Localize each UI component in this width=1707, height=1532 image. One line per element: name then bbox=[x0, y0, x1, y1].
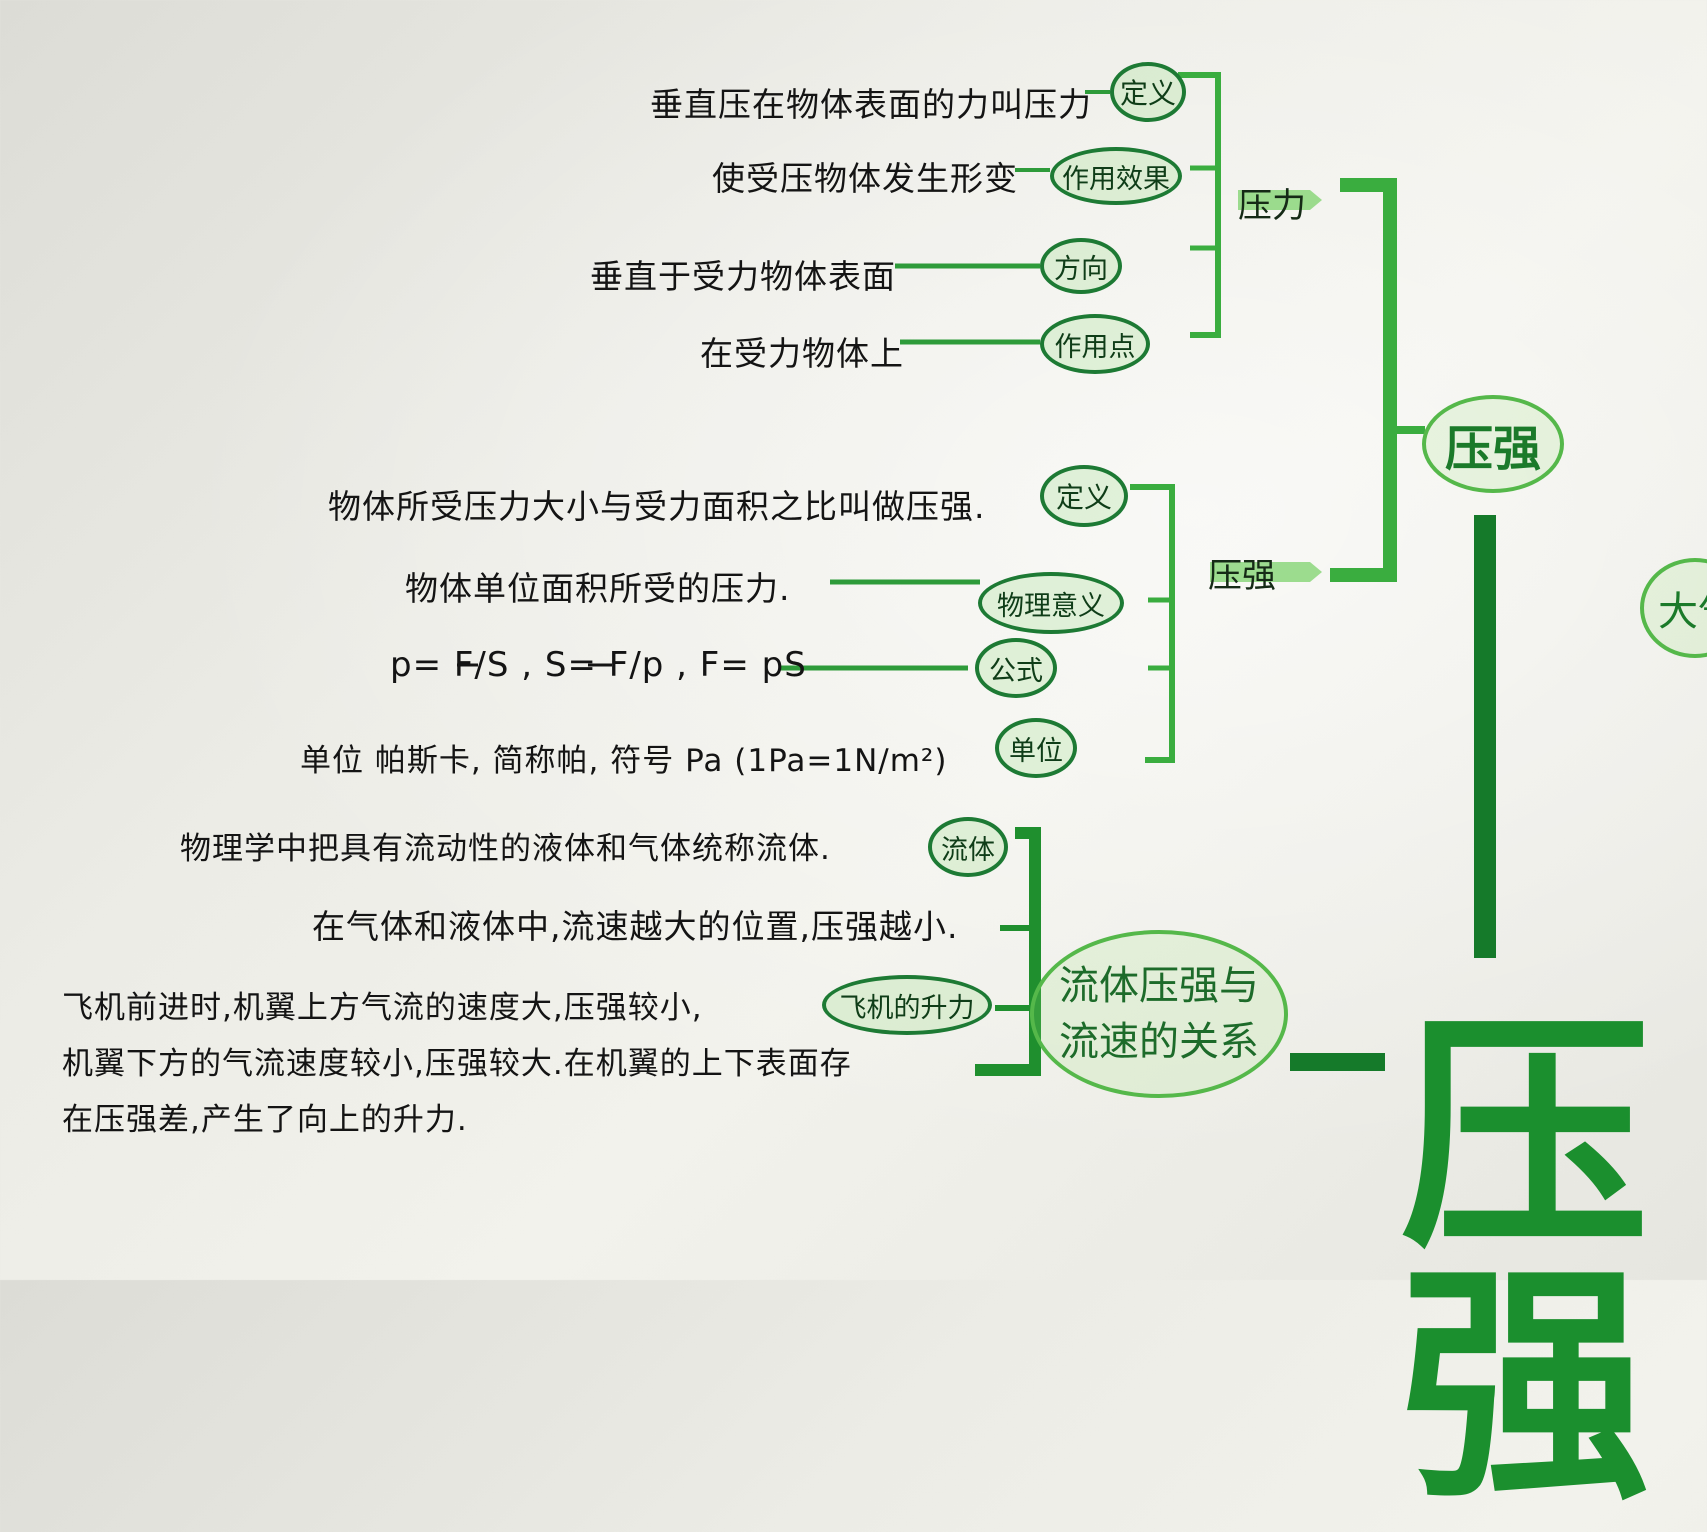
force-definition-text: 垂直压在物体表面的力叫压力 bbox=[650, 85, 1092, 124]
fluid-lift-line-2: 机翼下方的气流速度较小,压强较大.在机翼的上下表面存 bbox=[62, 1046, 852, 1082]
pressure-formula-text: p= F/S , S= F/p , F= pS bbox=[390, 645, 807, 685]
fluid-lift-key[interactable]: 飞机的升力 bbox=[822, 975, 992, 1035]
fluid-lift-text: 飞机前进时,机翼上方气流的速度大,压强较小, 机翼下方的气流速度较小,压强较大.… bbox=[62, 980, 852, 1148]
pressure-unit-key[interactable]: 单位 bbox=[995, 718, 1077, 778]
pressure-children-bracket bbox=[1130, 484, 1175, 763]
fluid-children-bracket bbox=[975, 827, 1041, 1076]
main-title: 压强 bbox=[1400, 988, 1650, 1532]
force-direction-text: 垂直于受力物体表面 bbox=[590, 257, 896, 296]
fluid-branch-node[interactable]: 流体压强与 流速的关系 bbox=[1030, 930, 1288, 1098]
force-effect-text: 使受压物体发生形变 bbox=[712, 159, 1018, 198]
fluid-branch-label-line1: 流体压强与 bbox=[1059, 963, 1259, 1009]
force-direction-key[interactable]: 方向 bbox=[1040, 238, 1122, 294]
pressure-formula-key[interactable]: 公式 bbox=[975, 638, 1057, 698]
force-branch-label[interactable]: 压力 bbox=[1238, 186, 1306, 226]
level1-bracket bbox=[1330, 178, 1397, 582]
pressure-definition-text: 物体所受压力大小与受力面积之比叫做压强. bbox=[328, 487, 986, 526]
pressure-definition-key[interactable]: 定义 bbox=[1040, 465, 1128, 527]
pressure-meaning-key[interactable]: 物理意义 bbox=[978, 572, 1124, 634]
fluid-lift-line-1: 飞机前进时,机翼上方气流的速度大,压强较小, bbox=[62, 990, 703, 1026]
fluid-branch-label-line2: 流速的关系 bbox=[1059, 1019, 1259, 1065]
mindmap-connectors bbox=[457, 72, 1496, 1076]
fluid-definition-text: 物理学中把具有流动性的液体和气体统称流体. bbox=[180, 831, 831, 867]
fluid-definition-key[interactable]: 流体 bbox=[928, 817, 1008, 877]
force-point-key[interactable]: 作用点 bbox=[1040, 314, 1150, 374]
pressure-arrow-marker bbox=[1210, 562, 1322, 582]
force-effect-key[interactable]: 作用效果 bbox=[1050, 147, 1182, 205]
pressure-unit-text: 单位 帕斯卡, 简称帕, 符号 Pa (1Pa=1N/m²) bbox=[300, 743, 948, 779]
pressure-branch-label[interactable]: 压强 bbox=[1208, 556, 1276, 596]
force-definition-key[interactable]: 定义 bbox=[1110, 62, 1186, 122]
force-children-bracket bbox=[1178, 72, 1221, 338]
fluid-lift-line-3: 在压强差,产生了向上的升力. bbox=[62, 1102, 468, 1138]
force-point-text: 在受力物体上 bbox=[700, 334, 904, 373]
fluid-relation-text: 在气体和液体中,流速越大的位置,压强越小. bbox=[312, 907, 959, 946]
pressure-meaning-text: 物体单位面积所受的压力. bbox=[405, 569, 791, 608]
force-arrow-marker bbox=[1238, 190, 1322, 210]
root-node[interactable]: 压强 bbox=[1422, 395, 1564, 493]
